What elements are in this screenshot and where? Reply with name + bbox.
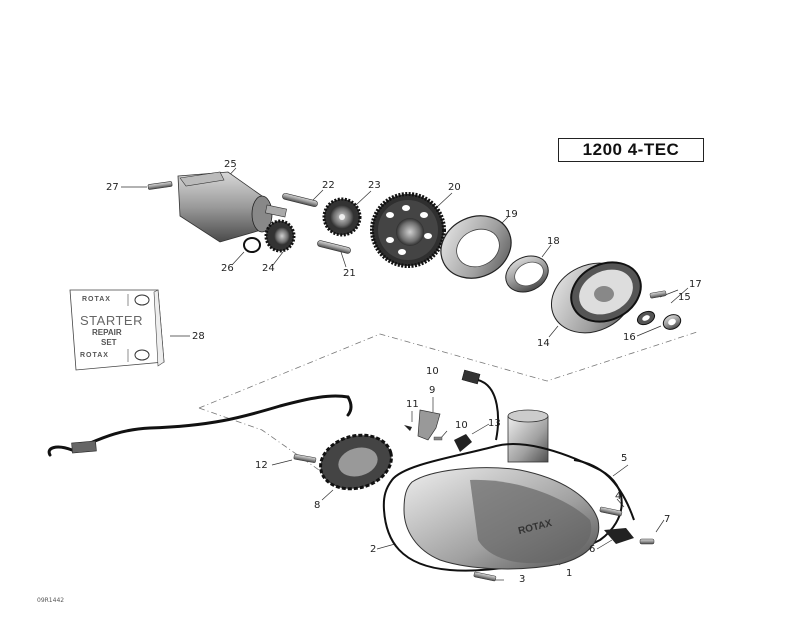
gear-23 (322, 197, 362, 237)
flywheel-14 (550, 261, 642, 334)
callout-28: 28 (192, 331, 205, 342)
model-badge: 1200 4-TEC (558, 138, 704, 162)
speed-sensor-6 (604, 528, 634, 544)
bolt-17 (649, 290, 667, 299)
sensor-cable-5 (573, 459, 635, 521)
bearing-ring-18 (505, 255, 549, 293)
starter-repair-kit-28 (69, 289, 165, 371)
callout-5: 5 (621, 453, 628, 464)
callout-18: 18 (547, 236, 560, 247)
callout-27: 27 (106, 182, 119, 193)
callout-14: 14 (537, 338, 550, 349)
kit-title-repair: REPAIR (92, 328, 122, 337)
crankcase-cover-1 (403, 467, 600, 570)
callout-8: 8 (314, 500, 321, 511)
callout-16: 16 (623, 332, 636, 343)
screw-10 (433, 436, 443, 441)
bolt-27 (147, 181, 173, 190)
bolt-3 (473, 571, 497, 582)
bolt-4 (599, 506, 623, 517)
callout-2: 2 (370, 544, 377, 555)
callout-4: 4 (615, 491, 622, 502)
callout-13: 13 (488, 418, 501, 429)
sprag-clutch-19 (440, 215, 512, 279)
clip-11 (404, 425, 412, 431)
callout-10-lower: 10 (455, 420, 468, 431)
harness-connector (71, 440, 97, 454)
callout-23: 23 (368, 180, 381, 191)
bolt-7 (639, 538, 655, 545)
pin-21 (317, 240, 351, 254)
callout-1: 1 (566, 568, 573, 579)
stator-8 (319, 433, 393, 491)
callout-12: 12 (255, 460, 268, 471)
assembly-guide-lines (198, 331, 698, 471)
callout-24: 24 (262, 263, 275, 274)
callout-17: 17 (689, 279, 702, 290)
callout-20: 20 (448, 182, 461, 193)
callout-11: 11 (406, 399, 419, 410)
filter-housing (507, 409, 549, 463)
drawing-reference-code: 09R1442 (37, 597, 65, 604)
callout-25: 25 (224, 159, 237, 170)
bracket-9 (417, 409, 441, 441)
gear-24 (264, 219, 296, 253)
kit-brand-top: ROTAX (82, 296, 111, 303)
o-ring-26 (243, 237, 261, 253)
kit-brand-bottom: ROTAX (80, 352, 109, 359)
callout-10-top: 10 (426, 366, 439, 377)
callout-7: 7 (664, 514, 671, 525)
callout-22: 22 (322, 180, 335, 191)
ring-gear-20 (370, 192, 446, 268)
callout-21: 21 (343, 268, 356, 279)
callout-19: 19 (505, 209, 518, 220)
sensor-cable-10 (461, 369, 499, 441)
callout-3: 3 (519, 574, 526, 585)
stator-wire-harness (47, 394, 353, 457)
callout-9: 9 (429, 385, 436, 396)
callout-15: 15 (678, 292, 691, 303)
callout-6: 6 (589, 544, 596, 555)
callout-26: 26 (221, 263, 234, 274)
bolt-12 (293, 454, 317, 463)
kit-title-starter: STARTER (80, 313, 143, 328)
sensor-13 (454, 434, 472, 452)
pin-22 (282, 193, 318, 207)
gasket-2 (382, 443, 623, 572)
kit-title-set: SET (101, 338, 117, 347)
